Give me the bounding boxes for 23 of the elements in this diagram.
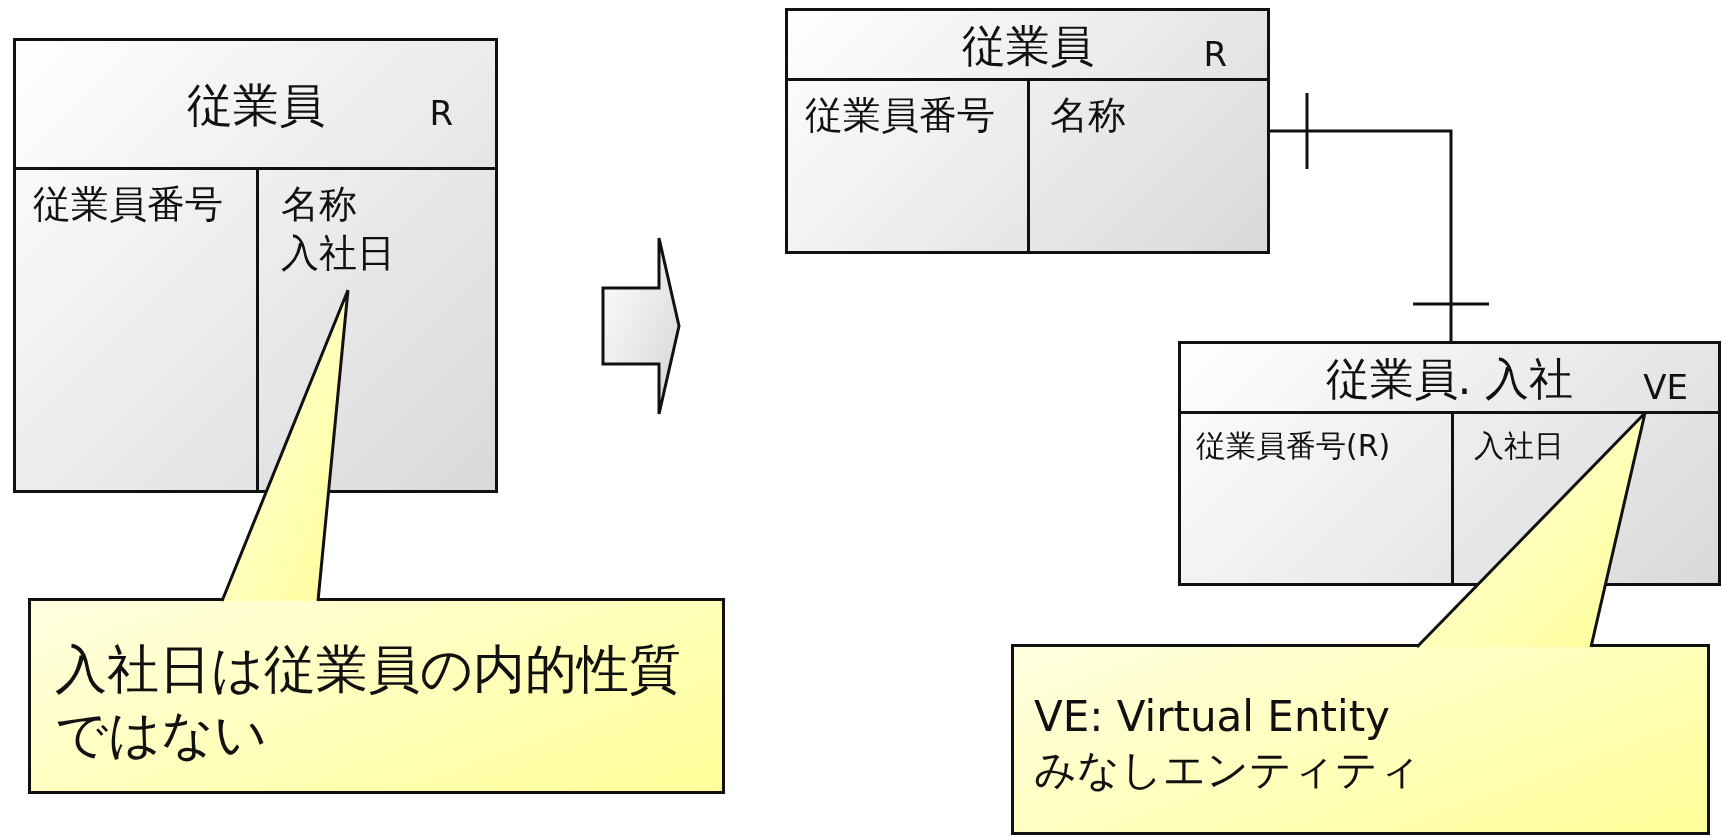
entity-name: 従業員. 入社 bbox=[1325, 353, 1574, 406]
entity-type-tag: VE bbox=[1643, 367, 1688, 408]
entity-type-tag: R bbox=[429, 93, 453, 134]
attribute-text: 入社日 bbox=[281, 230, 395, 278]
attribute-column bbox=[1027, 78, 1270, 254]
callout-text: みなしエンティティ bbox=[1034, 743, 1421, 796]
attribute-text: 名称 bbox=[281, 181, 357, 228]
attribute-text: 従業員番号 bbox=[33, 181, 223, 228]
block-arrow bbox=[601, 236, 681, 416]
callout-pointer bbox=[220, 288, 350, 603]
entity-type-tag: R bbox=[1203, 34, 1227, 75]
attribute-text: 入社日 bbox=[1474, 427, 1564, 465]
attribute-text: 従業員番号 bbox=[805, 92, 995, 139]
attribute-text: 名称 bbox=[1050, 92, 1126, 139]
relationship-line bbox=[1270, 91, 1491, 341]
entity-name: 従業員 bbox=[186, 78, 325, 134]
callout-text: 入社日は従業員の内的性質ではない bbox=[55, 638, 682, 766]
callout-pointer bbox=[1415, 411, 1647, 649]
attribute-text: 従業員番号(R) bbox=[1196, 427, 1391, 465]
entity-box bbox=[13, 38, 498, 493]
entity-name: 従業員 bbox=[961, 20, 1094, 73]
entity-box bbox=[785, 8, 1270, 254]
callout-text: VE: Virtual Entity bbox=[1034, 691, 1390, 743]
